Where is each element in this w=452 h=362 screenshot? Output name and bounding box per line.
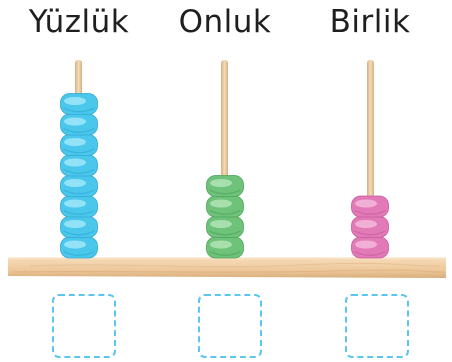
bead-hundreds — [60, 113, 98, 136]
bead-ones — [351, 216, 389, 238]
bead-hundreds — [60, 93, 98, 115]
bead-tens — [206, 175, 244, 197]
bead-hundreds — [60, 195, 98, 218]
bead-ones — [351, 236, 389, 259]
bead-tens — [206, 236, 244, 259]
column-label-tens: Onluk — [178, 4, 272, 40]
bead-hundreds — [60, 236, 98, 259]
answer-box-ones[interactable] — [345, 294, 409, 358]
bead-ones — [351, 195, 389, 218]
bead-hundreds — [60, 154, 98, 177]
bead-tens — [206, 195, 244, 218]
abacus-base — [8, 257, 446, 278]
bead-tens — [206, 216, 244, 238]
answer-box-hundreds[interactable] — [52, 294, 116, 358]
bead-hundreds — [60, 175, 98, 197]
answer-box-tens[interactable] — [198, 294, 262, 358]
bead-hundreds — [60, 134, 98, 156]
beads-layer — [60, 93, 389, 259]
column-label-ones: Birlik — [329, 4, 411, 40]
bead-hundreds — [60, 216, 98, 238]
column-label-hundreds: Yüzlük — [28, 4, 130, 40]
